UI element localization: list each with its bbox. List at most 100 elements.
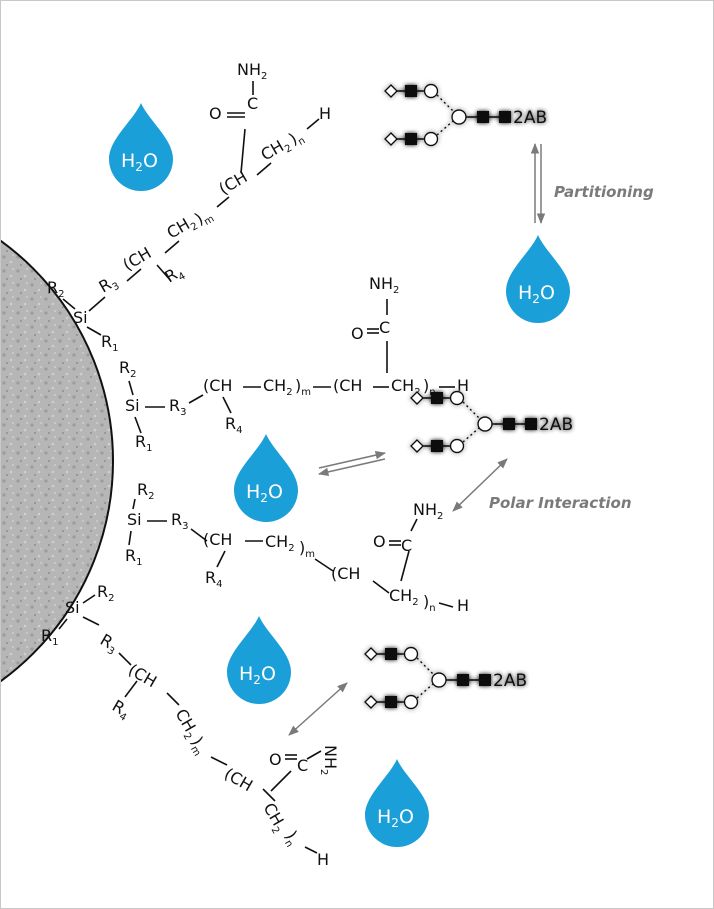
bond-line [166,692,180,706]
branch-link [416,657,434,699]
bond-line [164,240,180,254]
water-label: H2O [239,663,276,687]
glcnac-square [431,440,443,452]
drop-shape [227,616,291,704]
glcnac-square [525,418,537,430]
bond-line [262,788,276,802]
glcnac-square [499,111,511,123]
water-drop: H2O [227,616,291,704]
bond-line [82,616,100,626]
galactose-circle [423,131,439,147]
glycan: 2AB [364,646,527,710]
ch2-group: CH2 [389,586,419,608]
r2-group: R2 [47,278,65,300]
glcnac-square [385,696,397,708]
bond-line [270,770,292,792]
glcnac-square [385,648,397,660]
bond-line [124,680,138,698]
r2-group: R2 [137,480,155,502]
amine-group: NH2 [413,500,443,522]
drop-shape [109,103,173,191]
partitioning-label: Partitioning [554,183,654,201]
galactose-circle [449,438,465,454]
bond-line [86,326,102,336]
mannose-circle [431,672,447,688]
bond-line [216,550,226,568]
water-drops: H2O H2O H2O H2O H2O [109,103,570,847]
bond-line [88,296,106,312]
bond-line [82,594,96,604]
silicon-atom: Si [73,308,88,327]
r1-group: R1 [41,626,59,648]
carbonyl-o: O [269,750,282,769]
bond-line [126,268,142,282]
bond-line [240,128,246,174]
glcnac-square [457,674,469,686]
glycan: 2AB [410,390,573,454]
ch2-group: CH2 [265,532,295,554]
subscript-m: )m [295,376,311,398]
water-label: H2O [518,282,555,306]
label-2ab: 2AB [493,671,527,691]
r3-group: R3 [96,271,122,299]
carbonyl-o: O [209,104,222,123]
amine-group: NH2 [237,60,267,82]
water-drop: H2O [234,434,298,522]
sialic-acid-diamond [364,647,378,661]
carbonyl-c: C [297,756,308,775]
galactose-circle [403,694,419,710]
interaction-arrows [288,142,546,736]
water-label: H2O [121,150,158,174]
silicon-atom: Si [127,510,142,529]
r4-group: R4 [205,568,223,590]
glycan-structures: 2AB 2AB 2AB [364,83,573,710]
water-label: H2O [377,806,414,830]
amine-group: NH2 [369,274,399,296]
ch-group: (CH [120,243,155,274]
mannose-circle [477,416,493,432]
drop-shape [234,434,298,522]
r4-group: R4 [108,696,134,724]
galactose-circle [449,390,465,406]
terminal-h: H [457,376,469,395]
r2-group: R2 [97,582,115,604]
ch-group: (CH [203,376,232,395]
silica-particle [1,239,114,683]
bond-line [128,530,132,546]
amine-group: NH2 [318,745,340,775]
bond-line [314,558,334,572]
bond-line [372,580,390,594]
ch-group: (CH [333,376,362,395]
label-2ab: 2AB [513,108,547,128]
silicon-atom: Si [65,598,80,617]
bond-line [222,396,232,414]
bond-line [62,298,76,310]
r1-group: R1 [125,546,143,568]
bond-line [304,846,318,854]
glcnac-square [503,418,515,430]
subscript-n: )n [423,592,436,614]
bond-line [58,618,68,630]
water-drop: H2O [365,759,429,847]
glycan: 2AB [384,83,547,147]
ch-group: (CH [203,530,232,549]
sialic-acid-diamond [364,695,378,709]
bond-line [438,602,454,608]
bond-line [128,380,134,396]
mannose-circle [451,109,467,125]
ch2-group: CH2 [263,376,293,398]
silicon-atom: Si [125,396,140,415]
bond-line [306,118,320,130]
bond-line [306,750,322,760]
bond-line [156,264,172,282]
terminal-h: H [317,850,329,869]
bond-line [132,498,136,510]
polar-interaction-label: Polar Interaction [489,494,632,512]
bond-line [216,196,230,208]
subscript-m: )m [299,538,315,560]
glcnac-square [477,111,489,123]
bond-line [134,416,142,434]
